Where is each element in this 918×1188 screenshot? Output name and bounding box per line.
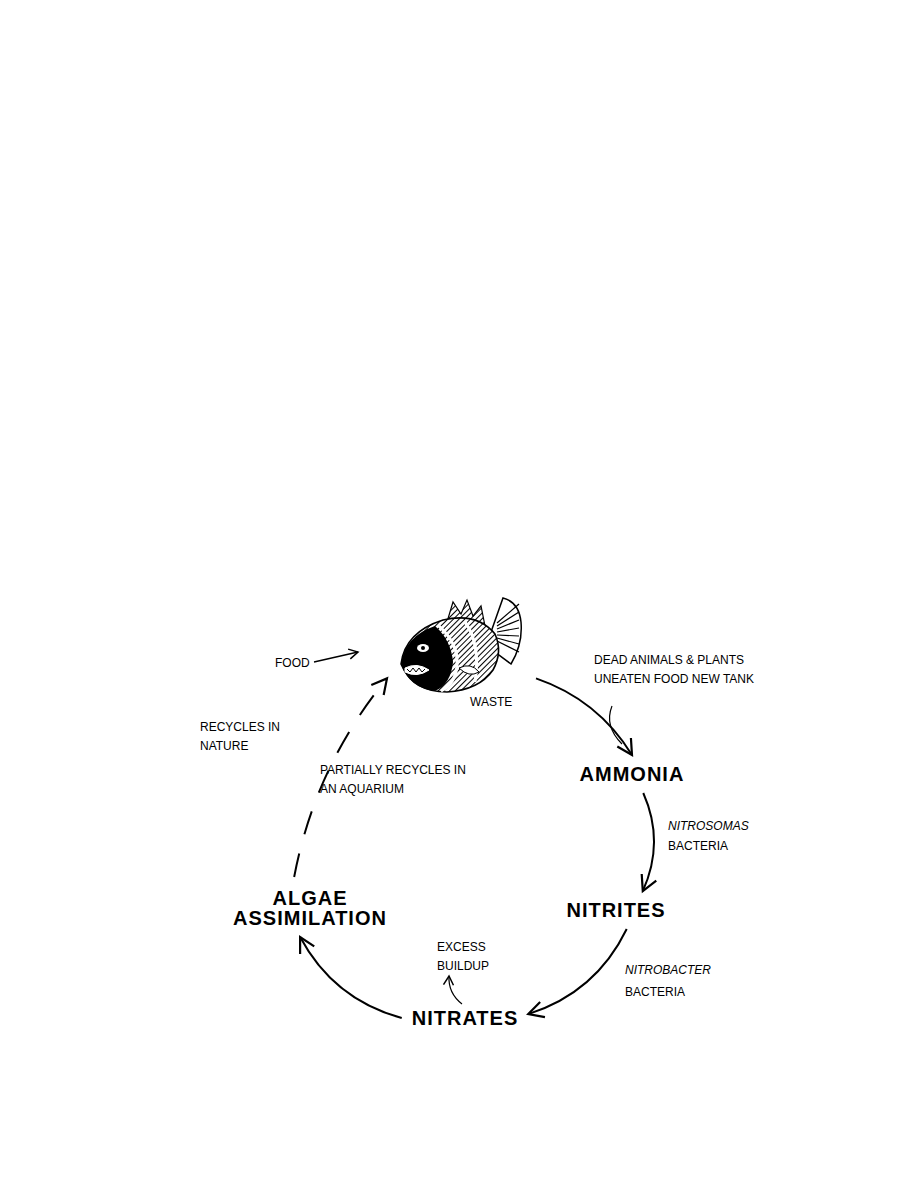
tail-ray [497,635,519,636]
tail-ray [497,628,519,632]
stage-name: AMMONIA [580,764,685,784]
cycle-arrow [300,937,402,1018]
fish-node: WASTE [395,592,530,712]
bacteria-name: NITROBACTER [625,961,711,980]
fish-eye [417,644,429,652]
excess-leader [449,976,462,1004]
stage-name: ALGAE ASSIMILATION [215,888,405,928]
stage-name: NITRITES [566,900,665,920]
input-label: FOOD [275,654,310,673]
fish-teeth [407,668,425,672]
note-label: PARTIALLY RECYCLES IN AN AQUARIUM [320,761,485,798]
note-label: EXCESS BUILDUP [437,938,499,975]
tail-ray [497,620,519,629]
cycle-arrow [294,678,387,877]
fish-mouth [405,665,429,674]
fish-body [401,618,499,692]
stage-label: AMMONIA [576,761,689,787]
stage-label: NITRATES [408,1005,523,1031]
cycle-arrow [643,793,654,891]
food-arrow [314,652,358,662]
fish-label: WASTE [469,695,513,709]
stage-label: NITRITES [562,897,669,923]
fish-band [439,626,457,691]
source-note: DEAD ANIMALS & PLANTS UNEATEN FOOD NEW T… [594,651,784,688]
bacteria-label: BACTERIA [668,837,728,856]
cycle-arrow [536,678,632,755]
cycle-arrow [528,929,626,1014]
fish-face [401,626,453,691]
tail-ray [497,641,519,652]
bacteria-label: BACTERIA [625,983,685,1002]
fish-pupil [421,646,425,650]
note-label: RECYCLES IN NATURE [200,718,300,755]
stage-name: NITRATES [412,1008,519,1028]
pectoral-fin [459,666,479,675]
bacteria-name: NITROSOMAS [668,817,749,836]
fish-illustration [395,592,530,712]
stage-label: ALGAE ASSIMILATION [211,885,409,931]
